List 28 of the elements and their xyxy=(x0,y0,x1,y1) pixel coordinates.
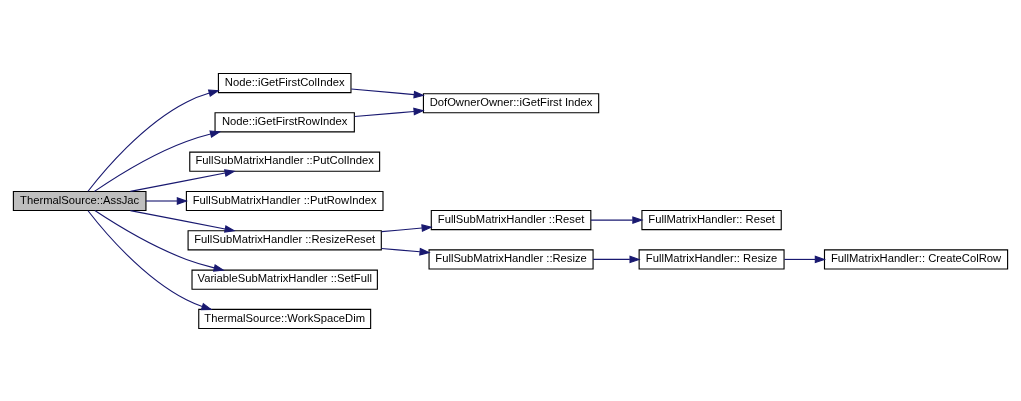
node-box: Node::iGetFirstRowIndex xyxy=(214,111,355,132)
node-box: FullSubMatrixHandler ::PutColIndex xyxy=(189,151,381,172)
arrow xyxy=(350,87,425,98)
arrow xyxy=(145,196,188,205)
arrow xyxy=(87,209,213,310)
arrow xyxy=(590,215,644,224)
node-box: ThermalSource::WorkSpaceDim xyxy=(198,308,372,329)
arrow xyxy=(354,107,425,117)
arrow xyxy=(129,209,236,233)
arrow xyxy=(94,209,225,272)
node-box: FullMatrixHandler:: CreateColRow xyxy=(823,248,1009,270)
arrow xyxy=(380,223,433,232)
arrow xyxy=(380,247,431,256)
node-box: VariableSubMatrixHandler ::SetFull xyxy=(191,269,378,290)
node-box: FullSubMatrixHandler ::Reset xyxy=(430,209,592,230)
node-box: FullSubMatrixHandler ::ResizeReset xyxy=(187,229,382,250)
node-box: FullSubMatrixHandler ::PutRowIndex xyxy=(185,190,384,211)
node-box: DofOwnerOwner::iGetFirst Index xyxy=(422,92,600,113)
arrow xyxy=(87,88,220,192)
node-box: FullSubMatrixHandler ::Resize xyxy=(428,248,594,270)
node-box: FullMatrixHandler:: Resize xyxy=(638,248,785,270)
node-box: ThermalSource::AssJac xyxy=(12,190,147,211)
node-box: FullMatrixHandler:: Reset xyxy=(641,209,782,230)
arrow xyxy=(783,255,826,263)
arrow xyxy=(592,255,641,263)
node-box: Node::iGetFirstColIndex xyxy=(217,72,352,93)
arrow xyxy=(93,129,222,192)
arrow xyxy=(129,168,236,192)
